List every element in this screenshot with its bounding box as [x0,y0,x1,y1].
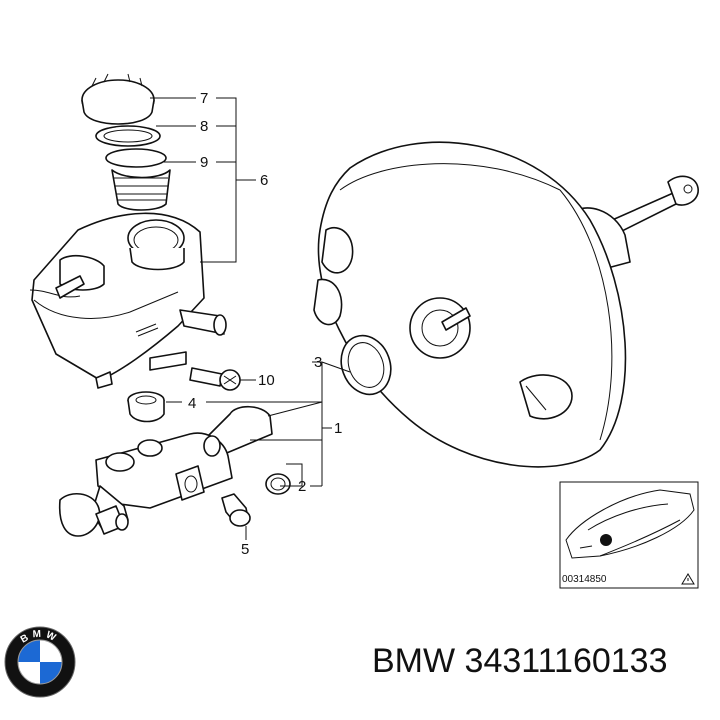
leader-lines [150,97,351,540]
screw-plug [221,493,251,527]
part-number: 34311160133 [464,642,668,680]
callout-10: 10 [258,372,275,389]
callout-3: 3 [314,354,322,371]
callout-6: 6 [260,172,268,189]
callout-labels: 7 8 9 6 3 10 4 1 2 5 [188,90,342,558]
callout-1: 1 [334,420,342,437]
callout-9: 9 [200,154,208,171]
seal-ring-large [95,125,161,147]
callout-5: 5 [241,541,249,558]
master-cylinder [58,405,273,537]
vehicle-location-thumbnail: 00314850 [559,481,699,589]
reservoir-cap [81,73,155,125]
warning-triangle-icon [681,573,695,585]
callout-8: 8 [200,118,208,135]
thumbnail-code: 00314850 [562,574,607,585]
grommet [127,391,165,423]
location-marker-icon [600,534,612,546]
bmw-logo: BMW [4,626,76,698]
filler-neck-strainer [105,148,171,211]
callout-4: 4 [188,395,196,412]
mounting-bolt [189,367,241,391]
sealing-plug [265,473,291,495]
callout-7: 7 [200,90,208,107]
seal-ring [340,334,392,396]
brake-booster [313,141,699,468]
fluid-reservoir [29,212,227,389]
callout-2: 2 [298,478,306,495]
brand-name: BMW [372,642,456,680]
part-caption: BMW 34311160133 [372,636,712,686]
